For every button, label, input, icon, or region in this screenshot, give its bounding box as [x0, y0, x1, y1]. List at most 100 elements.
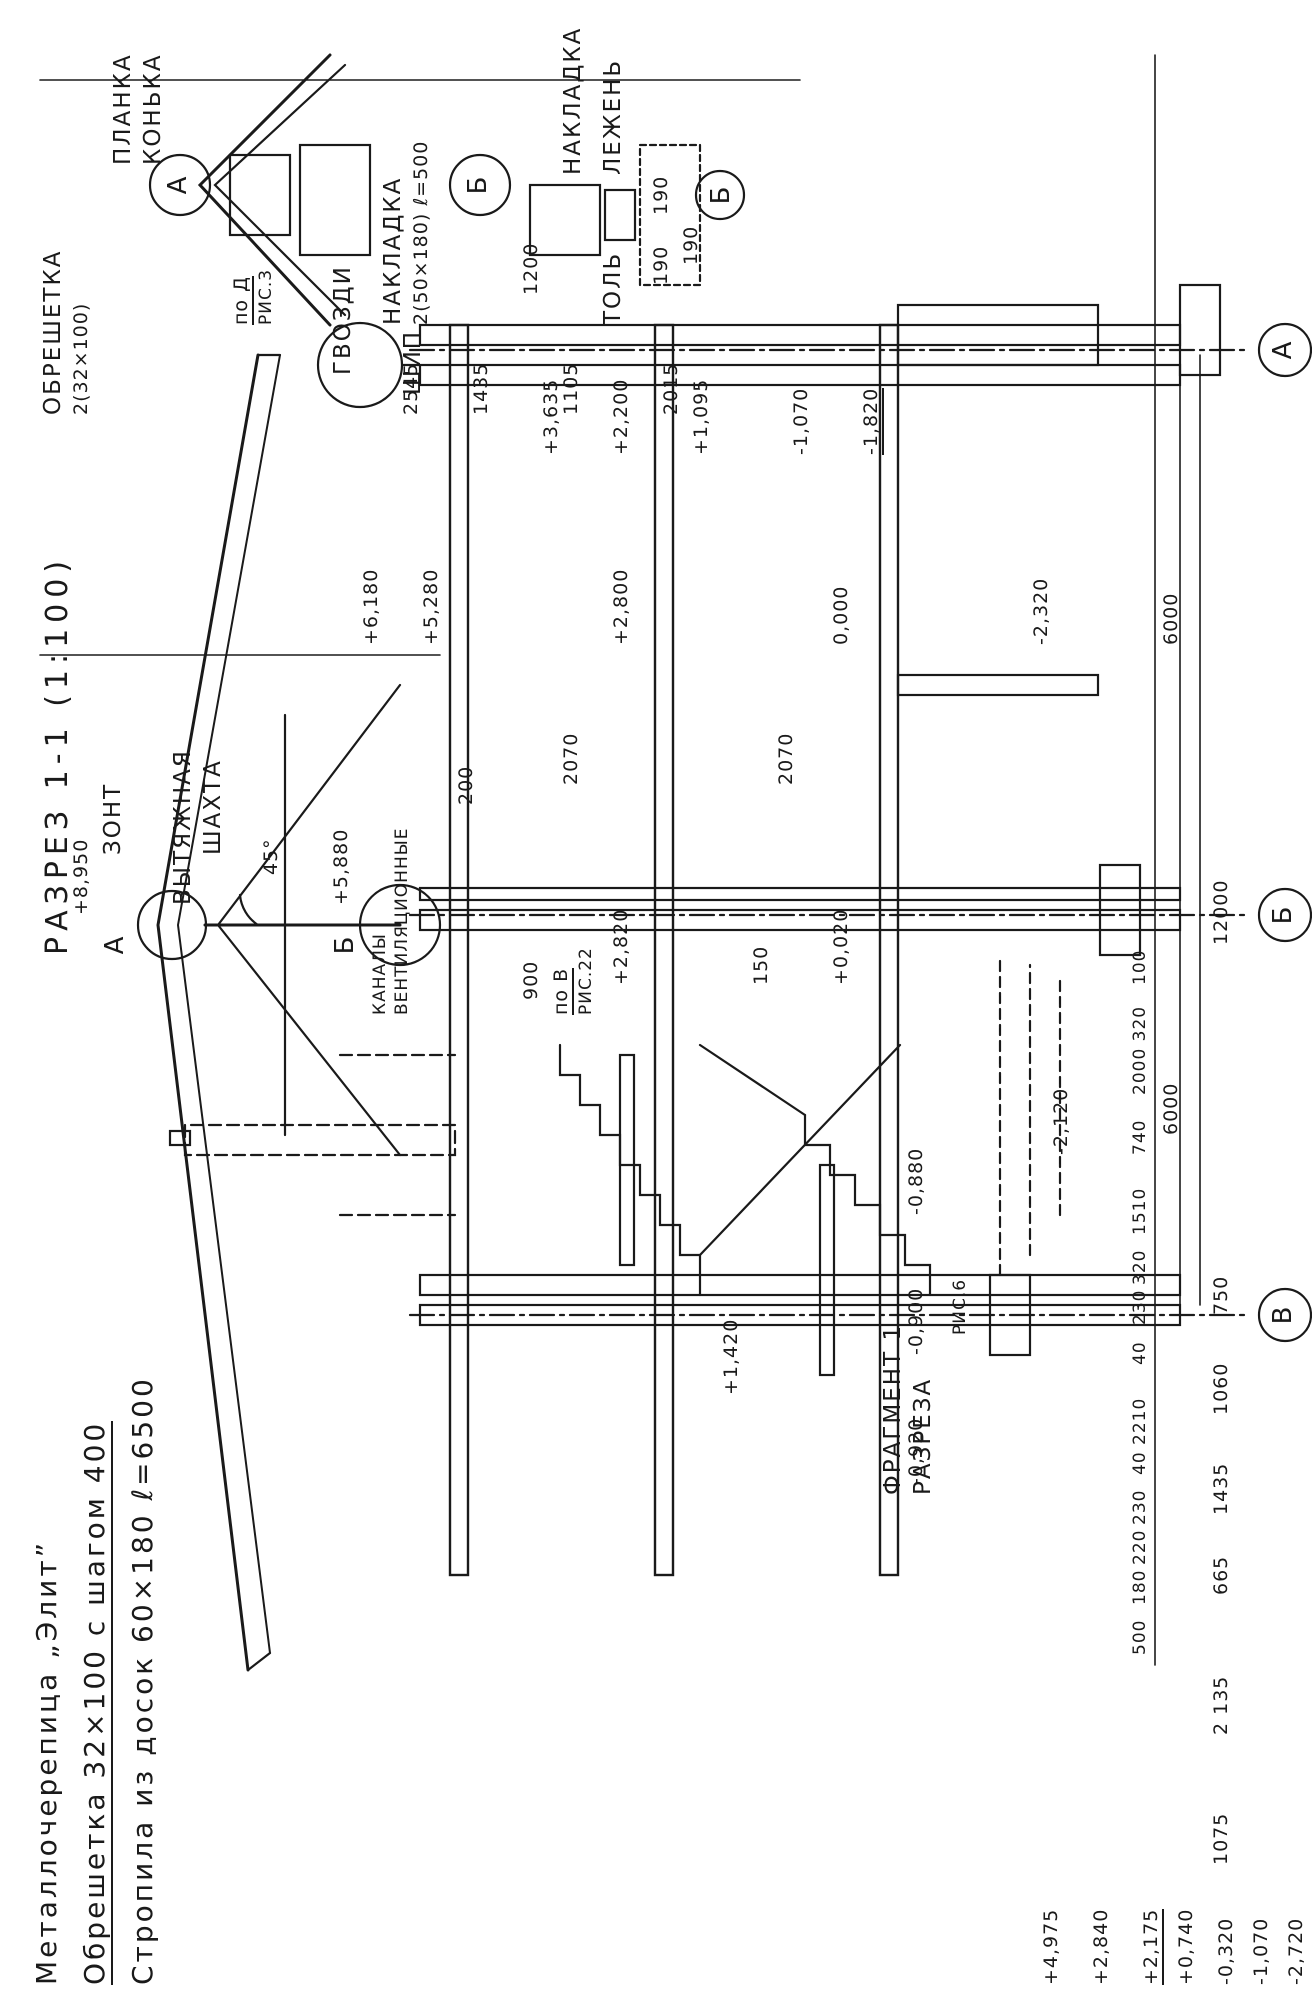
dim-vert-2: 180 — [1130, 1569, 1150, 1605]
elev-ridge: +8,950 — [70, 838, 92, 915]
elev-ground-b: -0,880 — [905, 1147, 927, 1215]
dim-vert-8: 320 — [1130, 1249, 1150, 1285]
elev-landing-low: +0,020 — [830, 908, 852, 985]
node-a-letter: А — [163, 175, 193, 195]
node-b-beam: ЛЕЖЕНЬ — [600, 58, 626, 175]
node-a-tenon: ШИП — [400, 329, 426, 395]
dim-150: 150 — [750, 945, 772, 985]
elev-left-4: +0,740 — [1175, 1908, 1197, 1985]
dim-vert-9: 1510 — [1130, 1187, 1150, 1235]
elev-ground-d: -0,920 — [905, 1417, 927, 1485]
elev-left-5: -0,320 — [1215, 1917, 1237, 1985]
dim-left-chain-3: 665 — [1210, 1555, 1232, 1595]
elev-left-6: -1,070 — [1250, 1917, 1272, 1985]
rafters-note: Стропила из досок 60×180 ℓ=6500 — [126, 1376, 159, 1985]
elev-right-2: +2,200 — [610, 378, 632, 455]
elev-left-7: -2,720 — [1285, 1917, 1307, 1985]
node-mark-a: А — [100, 935, 130, 955]
walls — [418, 303, 1182, 1327]
node-b-dim-3: 190 — [680, 225, 702, 265]
elev-ground-floor: 0,000 — [830, 585, 852, 645]
node-b-axis: Б — [706, 185, 736, 205]
node-a-plate-2: 2(50×180) ℓ=500 — [410, 140, 432, 325]
dim-total: 12000 — [1210, 879, 1232, 945]
dim-span-ab: 6000 — [1160, 592, 1182, 645]
dim-vert-10: 740 — [1130, 1119, 1150, 1155]
node-a-plate-1: НАКЛАДКА — [380, 176, 406, 325]
elev-foundation-bottom: -2,120 — [1050, 1087, 1072, 1155]
ref-d-label-1: по Д — [230, 276, 254, 325]
dim-vert-3: 220 — [1130, 1529, 1150, 1565]
elev-attic-floor: +5,280 — [420, 568, 442, 645]
elev-node-b: +5,880 — [330, 828, 352, 905]
node-a-ridge-board-1: ПЛАНКА — [110, 53, 136, 165]
dim-vert-7: 230 — [1130, 1289, 1150, 1325]
exhaust-shaft-label-1: ВЫТЯЖНАЯ — [170, 749, 196, 905]
node-b-roofing-felt: ТОЛЬ — [600, 251, 626, 325]
roof-material-note: Металлочерепица „Элит” — [30, 1539, 63, 1985]
elev-ground-c: -0,900 — [905, 1287, 927, 1355]
elev-left-1: +4,975 — [1040, 1908, 1062, 1985]
elev-landing-high: +1,420 — [720, 1318, 742, 1395]
fragment-label-1: ФРАГМЕНТ 1 — [880, 1323, 906, 1495]
node-a-sheathing-1: ОБРЕШЕТКА — [40, 249, 66, 415]
dim-left-chain-6: 750 — [1210, 1275, 1232, 1315]
elev-right-5: -1,820 — [860, 387, 884, 455]
foundations — [988, 283, 1222, 1357]
exhaust-shaft-label-2: ШАХТА — [200, 759, 226, 855]
dim-stair-b: 2070 — [775, 732, 797, 785]
elev-second-floor: +2,800 — [610, 568, 632, 645]
dim-right-chain-2: 1435 — [470, 362, 492, 415]
stairs — [558, 1043, 932, 1377]
dim-vert-1: 500 — [1130, 1619, 1150, 1655]
elev-right-1: +3,635 — [540, 378, 562, 455]
dim-vert-11: 2000 320 — [1130, 1005, 1150, 1095]
rafter-supports — [203, 321, 442, 1157]
vent-channels-label-2: ВЕНТИЛЯЦИОННЫЕ — [392, 827, 412, 1016]
dim-vert-4: 230 — [1130, 1489, 1150, 1525]
dimension-lines — [39, 54, 1201, 1666]
dim-1200: 1200 — [520, 242, 542, 295]
elev-right-3: +1,095 — [690, 378, 712, 455]
node-b-dim-2: 190 — [650, 175, 672, 215]
elev-basement: -2,320 — [1030, 577, 1052, 645]
dim-left-chain-5: 1060 — [1210, 1362, 1232, 1415]
rafter-angle: 45° — [260, 838, 282, 875]
hood-label: ЗОНТ — [100, 782, 126, 855]
dim-vert-5: 40 2210 — [1130, 1397, 1150, 1475]
dim-stair-a: 2070 — [560, 732, 582, 785]
dim-left-chain-1: 1075 — [1210, 1812, 1232, 1865]
axis-a-label: А — [1268, 340, 1298, 360]
roof-slopes — [156, 353, 282, 1672]
dim-left-chain-2: 2 135 — [1210, 1675, 1232, 1735]
node-a-sheathing-2: 2(32×100) — [70, 302, 92, 415]
dim-vert-12: 100 — [1130, 949, 1150, 985]
axis-b-label: Б — [1268, 905, 1298, 925]
ref-v-label-1: по В — [550, 967, 574, 1015]
dim-200: 200 — [455, 765, 477, 805]
vent-shaft — [168, 1053, 457, 1217]
fragment-label-3: РИС.6 — [950, 1278, 970, 1335]
dim-vert-6: 40 — [1130, 1341, 1150, 1365]
elev-left-2: +2,840 — [1090, 1908, 1112, 1985]
node-b-dim-1: 190 — [650, 245, 672, 285]
dim-span-bv: 6000 — [1160, 1082, 1182, 1135]
dim-right-chain-4: 2015 — [660, 362, 682, 415]
ref-v-label-2: РИС.22 — [576, 947, 596, 1015]
node-a-nails: ГВОЗДИ — [330, 265, 356, 375]
detail-node-b — [448, 143, 746, 287]
node-b-plate: НАКЛАДКА — [560, 26, 586, 175]
dim-900: 900 — [520, 960, 542, 1000]
sheathing-note: Обрешетка 32×100 с шагом 400 — [78, 1420, 113, 1985]
node-a-ridge-board-2: КОНЬКА — [140, 53, 166, 165]
axis-lines — [408, 322, 1312, 1343]
node-b-letter: Б — [463, 175, 493, 195]
elev-right-4: -1,070 — [790, 387, 812, 455]
axis-v-label: В — [1268, 1305, 1298, 1325]
dim-left-chain-4: 1435 — [1210, 1462, 1232, 1515]
ref-d-label-2: РИС.3 — [256, 268, 276, 325]
elev-mid-landing: +2,820 — [610, 908, 632, 985]
dim-right-chain-3: 1105 — [560, 362, 582, 415]
